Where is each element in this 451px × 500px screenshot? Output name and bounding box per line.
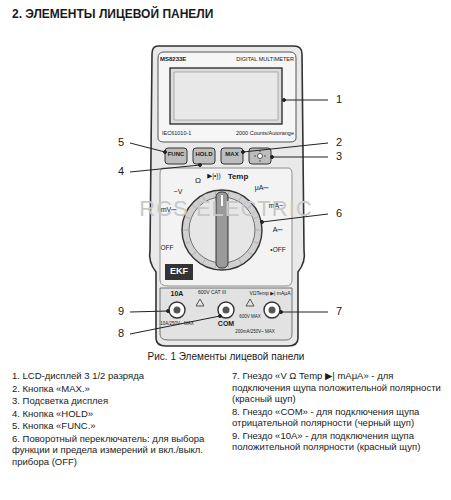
list-item: 3. Подсветка дисплея — [12, 395, 226, 407]
jack-panel — [160, 288, 292, 340]
dial-mark: ▶|•)) — [207, 172, 220, 179]
dial-mark: Temp — [228, 172, 249, 181]
backlight-icon — [254, 150, 266, 162]
button-label: MAX — [225, 151, 238, 158]
jack-label: 600V CAT III — [198, 290, 226, 296]
max-button — [221, 148, 243, 164]
dial-mark: ~V — [174, 188, 183, 196]
warning-triangle — [246, 299, 254, 306]
jack-label: 10A — [171, 290, 184, 298]
callout-number: 3 — [336, 150, 342, 163]
brand-logo: EKF — [170, 266, 188, 276]
dial-mark: OFF — [161, 244, 174, 251]
callout-number: 4 — [118, 165, 124, 178]
list-item: 9. Гнездо «10A» - для подключения щупа п… — [232, 430, 444, 453]
jack-hole — [269, 307, 276, 314]
jack-10a — [169, 302, 185, 318]
section-title: 2. ЭЛЕМЕНТЫ ЛИЦЕВОЙ ПАНЕЛИ — [12, 8, 213, 22]
hold-button — [193, 148, 215, 164]
display-frame — [158, 52, 296, 142]
list-item: 2. Кнопка «MAX.» — [12, 383, 226, 395]
jack-rating: 10A/250V~ MAX — [160, 321, 193, 326]
list-item: 6. Поворотный переключатель: для выбора … — [12, 433, 226, 468]
grip-rib — [256, 230, 261, 231]
callout-number: 7 — [336, 305, 342, 318]
callout-number: 1 — [336, 93, 342, 106]
grip-rib — [183, 230, 188, 231]
callout-number: 2 — [336, 136, 342, 149]
lcd-display — [170, 68, 282, 124]
dial-mark: •OFF — [270, 246, 285, 253]
list-item: 7. Гнездо «V Ω Temp ▶| mAμA» - для подкл… — [232, 370, 444, 405]
watermark: RCS ELECTRIC — [139, 196, 312, 221]
list-item: 5. Кнопка «FUNC.» — [12, 420, 226, 432]
warning-triangle — [196, 299, 204, 306]
jack-com — [218, 302, 234, 318]
jack-label: COM — [218, 320, 234, 328]
jack-label: VΩTemp ▶| mAμA — [250, 291, 291, 297]
device-title: DIGITAL MULTIMETER — [236, 56, 294, 62]
jack-rating: 200mA/250V~ MAX — [235, 329, 275, 334]
device-spec: 2000 Counts/Autorange — [236, 130, 294, 136]
list-item: 4. Кнопка «HOLD» — [12, 408, 226, 420]
grip-rib — [239, 259, 242, 263]
callout-number: 6 — [336, 207, 342, 220]
callout-number: 5 — [118, 136, 124, 149]
jack-rating: 600V MAX — [239, 314, 261, 319]
grip-rib — [192, 252, 196, 255]
func-button — [165, 148, 187, 164]
grip-rib — [254, 242, 259, 244]
callout-number: 9 — [118, 305, 124, 318]
button-label: FUNC — [168, 151, 185, 158]
jack-hole — [174, 307, 181, 314]
button-label: HOLD — [196, 151, 213, 158]
dial-panel — [160, 168, 292, 286]
figure-caption: Рис. 1 Элементы лицевой панели — [148, 351, 305, 363]
grip-rib — [248, 252, 252, 255]
list-item: 8. Гнездо «COM» - для подключения щупа о… — [232, 406, 444, 429]
legend-column: 7. Гнездо «V Ω Temp ▶| mAμA» - для подкл… — [232, 370, 444, 454]
lcd-glass — [174, 72, 278, 120]
standard-mark: IEC61010-1 — [162, 130, 191, 136]
callout-number: 8 — [118, 327, 124, 340]
dial-mark: Ω — [195, 176, 201, 185]
legend-column: 1. LCD-дисплей 3 1/2 разряда2. Кнопка «M… — [12, 370, 226, 469]
grip-rib — [185, 242, 190, 244]
leader-lines — [130, 99, 328, 335]
list-item: 1. LCD-дисплей 3 1/2 разряда — [12, 370, 226, 382]
logo-plate — [165, 264, 193, 280]
dial-mark: A⎓ — [273, 226, 284, 234]
jack-v — [264, 302, 280, 318]
model-name: MS8233E — [160, 56, 186, 63]
grip-rib — [203, 259, 206, 263]
jack-hole — [223, 307, 230, 314]
dial-mark: μA⎓ — [255, 184, 270, 192]
